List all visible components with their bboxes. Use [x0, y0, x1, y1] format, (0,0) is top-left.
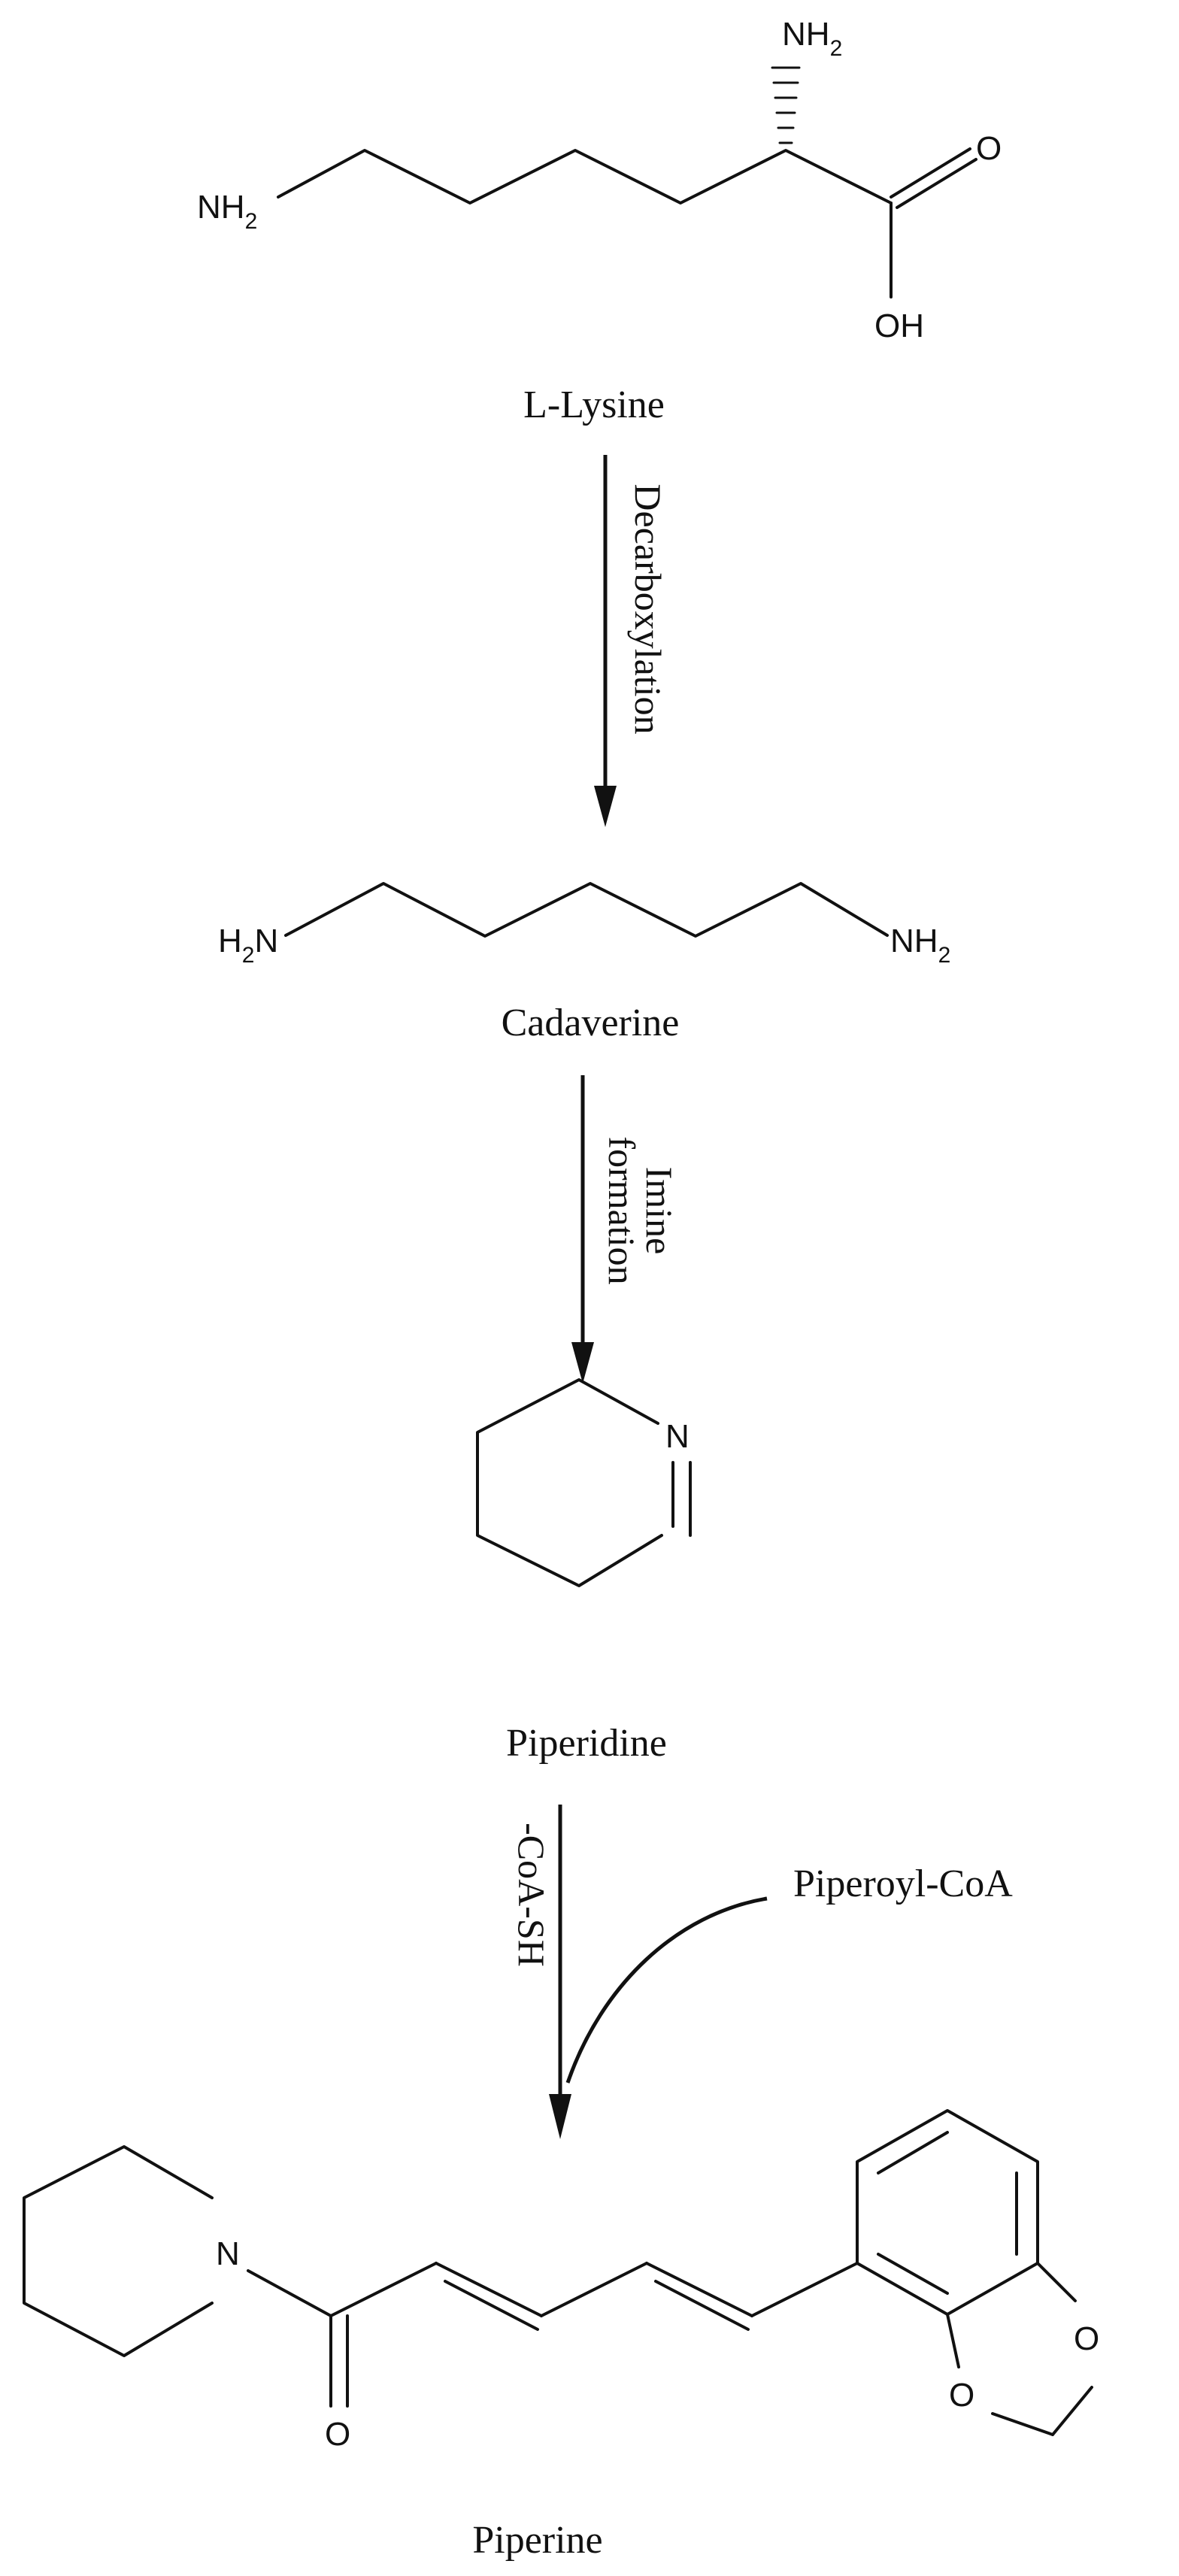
lysine-carbonyl-o-label: O [976, 130, 1002, 167]
arrow-imine-formation [571, 1075, 594, 1383]
step-coa-sh-label: -CoA-SH [511, 1823, 553, 1967]
piperine-name: Piperine [472, 2519, 602, 2562]
piperine-structure: N O O O [23, 2109, 1099, 2453]
cadaverine-structure: H2N NH2 [218, 882, 950, 968]
arrow-condensation [549, 1805, 571, 2139]
piperine-dioxole-o2-label: O [949, 2377, 974, 2414]
lysine-name: L-Lysine [523, 383, 665, 426]
lysine-structure: NH2 NH2 O OH [197, 16, 1002, 344]
cadaverine-right-amine-label: NH2 [890, 923, 950, 968]
piperidine-n-label: N [665, 1418, 690, 1455]
piperoyl-coa-label: Piperoyl-CoA [793, 1862, 1013, 1905]
piperine-carbonyl-o-label: O [325, 2416, 350, 2453]
piperine-dioxole-o1-label: O [1074, 2320, 1099, 2357]
piperidine-name: Piperidine [506, 1722, 667, 1765]
lysine-alpha-amine-label: NH2 [782, 16, 842, 61]
cadaverine-name: Cadaverine [502, 1002, 680, 1044]
piperoyl-coa-curved-arrow [565, 1896, 768, 2084]
piperidine-structure: N [476, 1378, 692, 1587]
step-imine-label-line2: formation [601, 1136, 643, 1284]
stereo-hash-bond [771, 66, 801, 144]
lysine-epsilon-amine-label: NH2 [197, 189, 257, 234]
step-imine-label-line1: Imine [638, 1167, 680, 1255]
arrow-decarboxylation [594, 455, 617, 827]
step-decarboxylation-label: Decarboxylation [627, 483, 669, 734]
lysine-hydroxyl-label: OH [874, 308, 924, 344]
piperine-amide-n-label: N [216, 2235, 240, 2272]
cadaverine-left-amine-label: H2N [218, 923, 278, 968]
